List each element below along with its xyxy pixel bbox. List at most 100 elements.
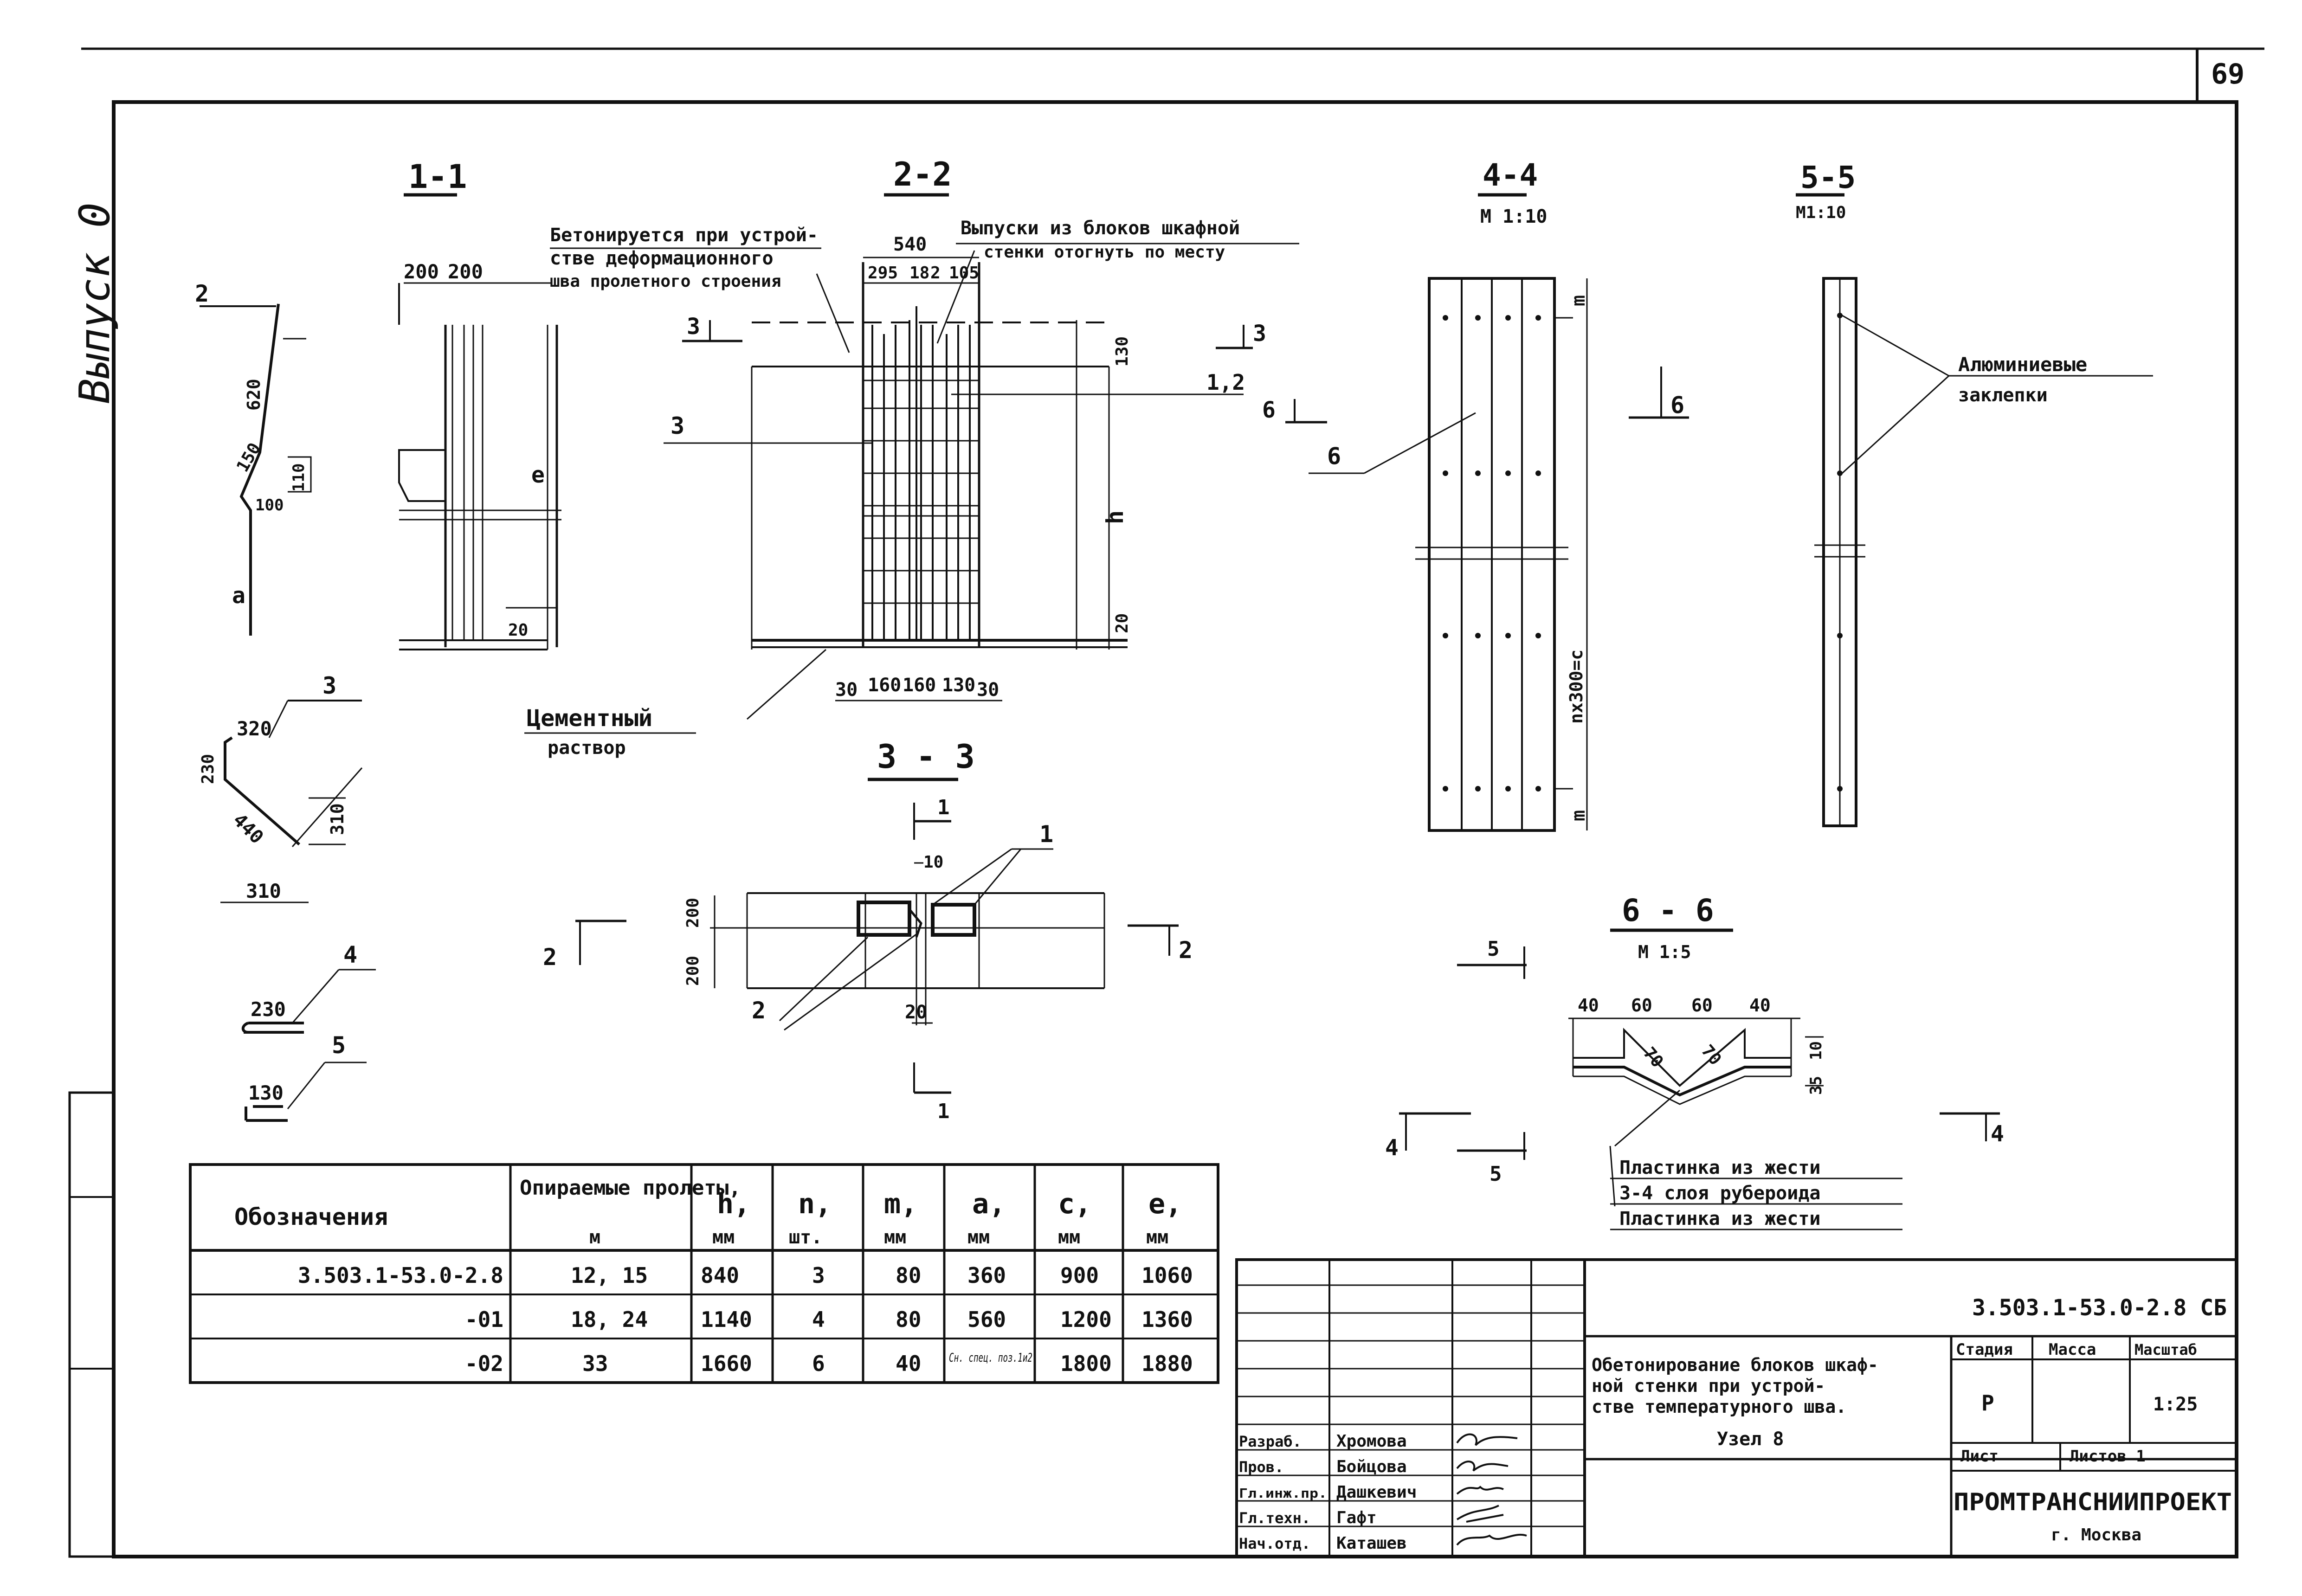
section-2-2-pos-1-2: 1,2 [1206, 370, 1245, 395]
svg-text:Хромова: Хромова [1336, 1432, 1407, 1451]
svg-text:30: 30 [835, 679, 858, 701]
section-6-6-cut-4a: 4 [1385, 1135, 1399, 1161]
section-6-6-dim-3: 60 [1691, 995, 1713, 1016]
section-6-6: 6 - 6 М 1:5 40 60 60 40 70 70 10 35 Плас… [1385, 893, 2004, 1230]
section-6-6-dim-70b: 70 [1697, 1041, 1725, 1069]
bar-details: 3 320 230 440 310 310 4 230 5 130 [199, 672, 376, 1122]
section-5-5-title: 5-5 [1800, 160, 1856, 195]
bar-3-dim-310b: 310 [246, 880, 281, 902]
section-6-6-title: 6 - 6 [1622, 893, 1714, 928]
svg-text:30: 30 [977, 679, 999, 701]
svg-text:1880: 1880 [1141, 1351, 1193, 1376]
section-2-2-cut-3a: 3 [687, 314, 700, 340]
svg-text:4: 4 [812, 1307, 825, 1332]
table-row: -01 18, 24 1140 4 80 560 1200 1360 [465, 1307, 1193, 1332]
svg-text:130: 130 [942, 675, 975, 696]
table-header-designation: Обозначения [234, 1203, 388, 1230]
section-3-3-cut-2a: 2 [543, 944, 557, 971]
table-header-c-unit: мм [1058, 1227, 1080, 1248]
section-1-1-dim-2: 200 [448, 260, 483, 283]
svg-text:105: 105 [949, 264, 979, 283]
section-2-2-pos-3: 3 [671, 412, 684, 439]
section-2-2-body [747, 262, 1128, 720]
section-6-6-cut-5b: 5 [1490, 1162, 1502, 1186]
title-block-city: г. Москва [2051, 1525, 2141, 1545]
table-header-m-unit: мм [884, 1227, 906, 1248]
bar-2-a: a [232, 583, 245, 609]
section-3-3-cut-1a: 1 [937, 796, 950, 819]
section-6-6-dim-70a: 70 [1639, 1043, 1667, 1071]
svg-text:160: 160 [868, 675, 901, 696]
bar-3-dim-230: 230 [199, 754, 218, 784]
bar-3-dim-440: 440 [229, 810, 268, 849]
svg-text:900: 900 [1060, 1263, 1099, 1288]
svg-text:1200: 1200 [1060, 1307, 1112, 1332]
title-block-subtitle: Узел 8 [1717, 1429, 1784, 1450]
signature-roles: Разраб. Пров. Гл.инж.пр. Гл.техн. Нач.от… [1239, 1433, 1327, 1552]
section-1-1-bottom: 20 [508, 621, 528, 640]
title-block-org: ПРОМТРАНСНИИПРОЕКТ [1954, 1488, 2232, 1516]
svg-text:1140: 1140 [701, 1307, 752, 1332]
section-1-1-title: 1-1 [408, 158, 467, 196]
svg-text:80: 80 [896, 1307, 921, 1332]
section-1-1-dim-1: 200 [404, 260, 439, 283]
bar-3-dim-310a: 310 [327, 803, 348, 835]
bar-5-pos: 5 [332, 1032, 346, 1059]
svg-text:40: 40 [896, 1351, 921, 1376]
svg-text:Пров.: Пров. [1239, 1458, 1283, 1476]
section-5-5: 5-5 М1:10 Алюминиевые заклепки [1796, 160, 2153, 827]
svg-text:18, 24: 18, 24 [571, 1307, 648, 1332]
svg-text:80: 80 [896, 1263, 921, 1288]
signatures [1456, 1433, 1527, 1546]
section-6-6-layer-3: Пластинка из жести [1619, 1208, 1820, 1229]
title-block-title-1: Обетонирование блоков шкаф- [1592, 1355, 1878, 1375]
page-number: 69 [2211, 58, 2244, 90]
svg-text:-01: -01 [465, 1307, 503, 1332]
section-3-3-cut-1b: 1 [937, 1100, 950, 1123]
table-row: -02 33 1660 6 40 Сн. спец. поз.1и2 1800 … [465, 1351, 1193, 1376]
title-block-mass-label: Масса [2049, 1340, 2096, 1359]
section-1-1-body [398, 282, 561, 650]
section-2-2-cut-3b: 3 [1253, 321, 1266, 347]
bar-2-dim-100: 100 [255, 496, 284, 515]
section-2-2-note-5: стенки отогнуть по месту [984, 243, 1225, 262]
svg-text:Гл.инж.пр.: Гл.инж.пр. [1239, 1486, 1327, 1501]
svg-text:160: 160 [903, 675, 936, 696]
svg-text:Разраб.: Разраб. [1239, 1433, 1302, 1450]
title-block-stage: Р [1981, 1390, 1994, 1416]
svg-text:540: 540 [893, 234, 927, 255]
table-header-c: c, [1058, 1188, 1091, 1220]
section-2-2-cement-2: раствор [548, 737, 626, 759]
svg-text:18: 18 [909, 264, 929, 283]
table-header-a-unit: мм [967, 1227, 990, 1248]
svg-text:Дашкевич: Дашкевич [1336, 1483, 1417, 1502]
svg-text:3.503.1-53.0-2.8: 3.503.1-53.0-2.8 [298, 1263, 503, 1288]
bar-3-pos: 3 [322, 672, 336, 699]
section-5-5-callout-1: Алюминиевые [1958, 353, 2087, 376]
table-header-a: a, [972, 1188, 1006, 1220]
section-4-4-pos-6: 6 [1327, 443, 1341, 470]
section-4-4-cut-6: 6 [1670, 392, 1684, 418]
svg-text:560: 560 [967, 1307, 1006, 1332]
section-3-3-dim-200a: 200 [684, 898, 703, 928]
section-6-6-dim-1: 40 [1578, 995, 1599, 1016]
section-6-6-cut-5a: 5 [1487, 937, 1500, 961]
bar-2-dim-620: 620 [244, 379, 264, 411]
table-cell-a-note: Сн. спец. поз.1и2 [949, 1351, 1032, 1365]
section-2-2-dims-bottom: 30 160 160 130 30 [835, 675, 1002, 701]
title-block-title-3: стве температурного шва. [1592, 1396, 1846, 1417]
table-header-m: m, [884, 1188, 917, 1220]
sheet-frame [68, 47, 2264, 1558]
section-1-1: 1-1 200 200 e 20 [398, 158, 561, 650]
section-2-2-cement-1: Цементный [527, 705, 652, 732]
svg-text:2: 2 [930, 264, 941, 283]
title-block-code: 3.503.1-53.0-2.8 СБ [1972, 1295, 2227, 1321]
table-header-h-unit: мм [712, 1227, 735, 1248]
parameters-table: Обозначения Опираемые пролеты, м h, мм n… [189, 1163, 1219, 1384]
side-label: Выпуск 0 [71, 203, 119, 404]
section-2-2-cut-6: 6 [1262, 397, 1276, 423]
svg-text:840: 840 [701, 1263, 739, 1288]
title-block-stage-label: Стадия [1956, 1340, 2013, 1359]
table-row: 3.503.1-53.0-2.8 12, 15 840 3 80 360 900… [298, 1263, 1193, 1288]
